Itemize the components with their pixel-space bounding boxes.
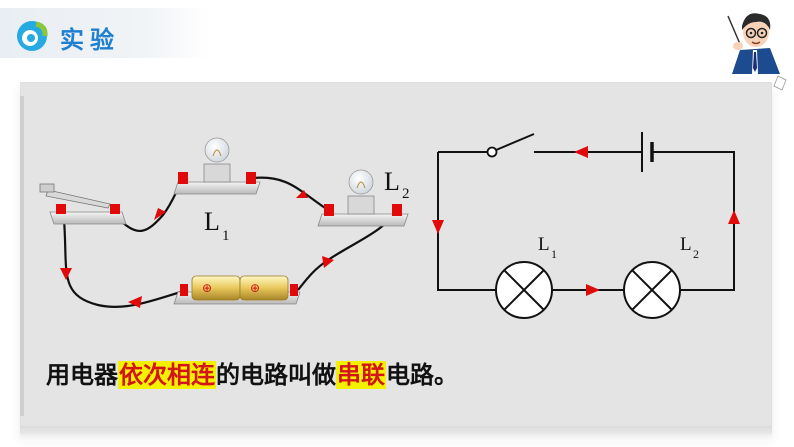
circuit-illustration: ⊕ ⊕ L 1 L 2: [39, 137, 410, 308]
battery-holder-icon: ⊕ ⊕: [173, 275, 301, 305]
lamp-label-l2: L: [384, 167, 400, 196]
current-arrow: [296, 190, 308, 198]
schematic-label-l1: L: [538, 234, 550, 255]
current-arrow: [432, 220, 444, 234]
lamp-holder-l1-icon: [173, 137, 261, 195]
current-arrow: [728, 210, 740, 224]
current-arrow: [574, 146, 588, 158]
highlight-series: 串联: [336, 361, 386, 389]
schematic-label-l2: L: [680, 234, 692, 255]
circuit-schematic: L 1 L 2: [432, 132, 740, 319]
brand-logo-icon: [17, 21, 48, 51]
sentence-part-3: 电路。: [386, 361, 458, 389]
panel-shadow: [20, 426, 772, 442]
switch-blade: [495, 133, 535, 151]
current-arrow: [154, 208, 166, 220]
lamp-holder-l2-icon: [317, 169, 409, 227]
lamp-l2-symbol: [623, 261, 681, 319]
schematic-label-l2-sub: 2: [693, 247, 699, 261]
knife-switch-icon: [39, 183, 127, 225]
sentence-part-2: 的电路叫做: [216, 361, 336, 389]
lamp-label-l1: L: [204, 207, 220, 236]
current-arrow: [586, 284, 600, 296]
schematic-label-l1-sub: 1: [551, 247, 557, 261]
current-arrow: [322, 256, 334, 268]
switch-pivot: [486, 146, 498, 158]
panel-divider: [20, 96, 24, 416]
svg-text:⊕: ⊕: [202, 281, 212, 295]
current-arrow: [60, 268, 72, 280]
teacher-avatar-icon: [727, 13, 787, 91]
lamp-label-l1-sub: 1: [222, 228, 230, 244]
svg-text:⊕: ⊕: [250, 281, 260, 295]
lamp-l1-symbol: [495, 261, 553, 319]
section-title: 实验: [60, 26, 120, 54]
current-arrow: [128, 296, 142, 308]
lamp-label-l2-sub: 2: [402, 186, 410, 202]
sentence-part-1: 用电器: [46, 361, 118, 389]
definition-sentence: 用电器依次相连的电路叫做串联电路。: [46, 358, 458, 392]
highlight-in-sequence: 依次相连: [118, 361, 216, 389]
